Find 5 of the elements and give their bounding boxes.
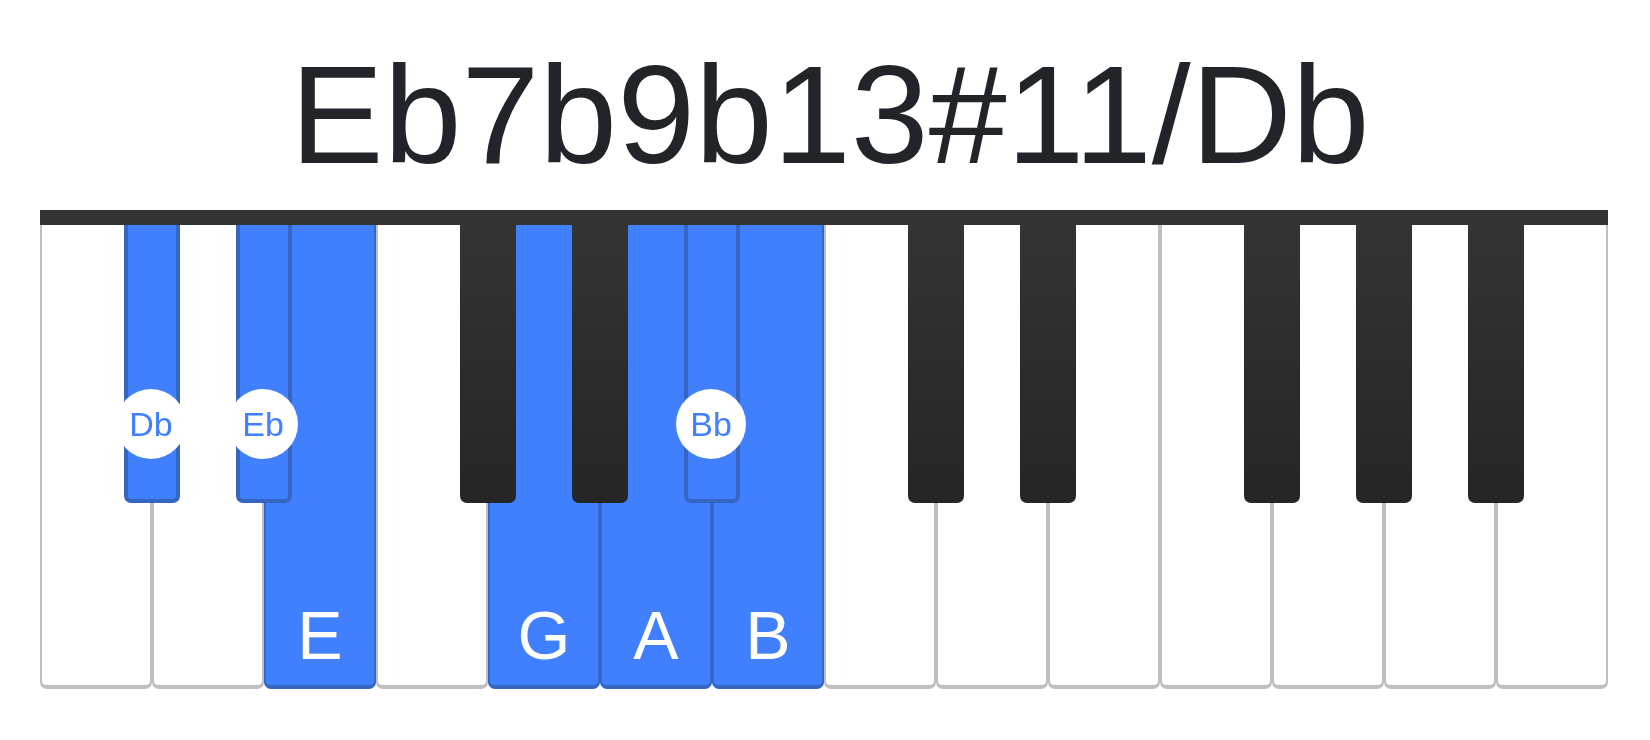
note-label: B — [745, 601, 791, 669]
note-label: E — [297, 601, 343, 669]
note-label: A — [633, 601, 679, 669]
note-label: G — [517, 601, 571, 669]
chord-title: Eb7b9b13#11/Db — [290, 45, 1370, 185]
